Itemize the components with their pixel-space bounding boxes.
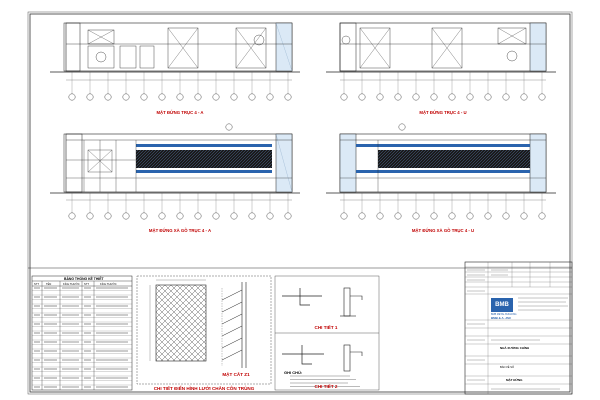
schedule-header-stt-2: STT (84, 282, 89, 286)
schedule-header-stt: STT (34, 282, 39, 286)
mesh-detail (136, 275, 272, 385)
detail-1-title: CHI TIẾT 1 (314, 325, 338, 330)
company-logo: BMB (491, 298, 513, 312)
schedule-header-size: KÍCH THƯỚC (63, 282, 80, 286)
elevation-4u (326, 22, 556, 101)
framing-4a-title: MẶT ĐỨNG XÀ GỒ TRỤC 4 - A (148, 228, 212, 233)
title-block (464, 261, 573, 395)
framing-4u-title: MẶT ĐỨNG XÀ GỒ TRỤC 4 - U (411, 228, 475, 233)
notes-title: GHI CHÚ: (284, 370, 303, 375)
connection-details (274, 275, 380, 391)
schedule-table (31, 275, 133, 391)
schedule-title: BẢNG THỐNG KÊ THIẾT (64, 277, 104, 281)
company-name: BMB METAL BUILDING (491, 313, 517, 316)
section-z1-title: MẶT CẮT Z1 (222, 372, 250, 377)
company-short-name: BMB & A .JSC (491, 316, 512, 320)
detail-2-title: CHI TIẾT 2 (314, 384, 338, 389)
schedule-header-name: TÊN (46, 282, 52, 286)
elevation-4a-title: MẶT ĐỨNG TRỤC 4 - A (156, 110, 204, 115)
elevation-4u-title: MẶT ĐỨNG TRỤC 4 - U (419, 110, 467, 115)
elevation-4a (50, 22, 300, 101)
notes-lines (290, 375, 360, 387)
framing-elevation-4u (326, 123, 556, 220)
drawing-title: MẶT ĐỨNG (506, 378, 523, 382)
mesh-detail-title: CHI TIẾT ĐIỂN HÌNH LƯỚI CHẮN CÔN TRÙNG (153, 386, 255, 391)
schedule-header-size-2: KÍCH THƯỚC (100, 282, 117, 286)
project-name: NHÀ XƯỞNG CHÍNH (500, 346, 530, 350)
sheet-label: BẢN VẼ SỐ (500, 366, 514, 369)
framing-elevation-4a (50, 123, 300, 220)
